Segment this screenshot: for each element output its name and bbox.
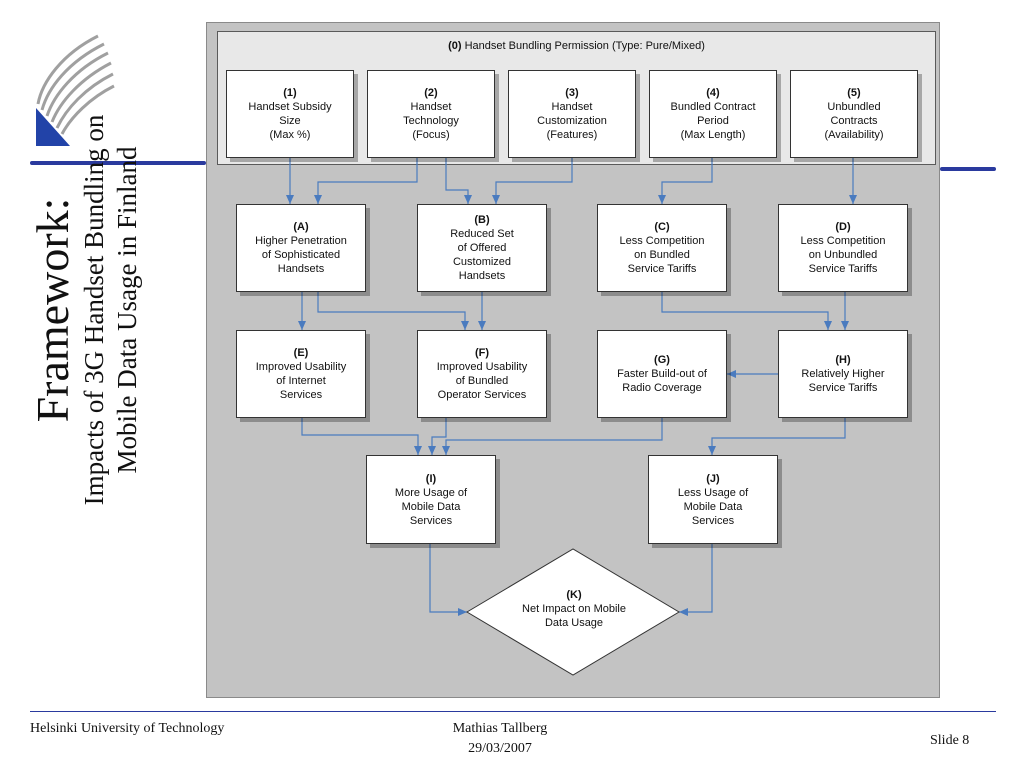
node-B-text: Reduced Set of Offered Customized Handse… [450, 228, 514, 282]
node-F-id: (F) [474, 347, 490, 359]
node-0-id: (0) [448, 40, 462, 52]
node-H-id: (H) [835, 354, 851, 366]
node-H: (H) Relatively Higher Service Tariffs [778, 330, 908, 418]
node-D-text: Less Competition on Unbundled Service Ta… [800, 235, 886, 275]
node-D: (D) Less Competition on Unbundled Servic… [778, 204, 908, 292]
node-C: (C) Less Competition on Bundled Service … [597, 204, 727, 292]
node-4: (4) Bundled Contract Period (Max Length) [649, 70, 777, 158]
node-2-text: Handset Technology (Focus) [403, 101, 459, 141]
node-J-id: (J) [706, 472, 720, 485]
node-E-text: Improved Usability of Internet Services [255, 361, 347, 401]
node-A-id: (A) [293, 221, 309, 233]
node-0-text: Handset Bundling Permission (Type: Pure/… [464, 40, 705, 52]
node-F: (F) Improved Usability of Bundled Operat… [417, 330, 547, 418]
node-1-id: (1) [283, 87, 297, 99]
node-E: (E) Improved Usability of Internet Servi… [236, 330, 366, 418]
node-1-text: Handset Subsidy Size (Max %) [248, 101, 332, 141]
node-C-id: (C) [654, 221, 670, 233]
node-1: (1) Handset Subsidy Size (Max %) [226, 70, 354, 158]
node-4-text: Bundled Contract Period (Max Length) [670, 101, 756, 141]
node-A-text: Higher Penetration of Sophisticated Hand… [255, 235, 347, 275]
node-K-id: (K) [566, 589, 582, 601]
node-5-text: Unbundled Contracts (Availability) [824, 101, 884, 141]
node-A: (A) Higher Penetration of Sophisticated … [236, 204, 366, 292]
node-3: (3) Handset Customization (Features) [508, 70, 636, 158]
header-stripe-left [30, 161, 206, 165]
footer-author: Mathias Tallberg [452, 721, 548, 736]
node-I: (I) More Usage of Mobile Data Services [366, 455, 496, 544]
node-D-id: (D) [835, 221, 851, 233]
node-3-text: Handset Customization (Features) [537, 101, 607, 141]
node-0-label: (0) Handset Bundling Permission (Type: P… [217, 40, 936, 52]
node-H-text: Relatively Higher Service Tariffs [801, 368, 885, 394]
university-logo [36, 34, 115, 146]
node-G-id: (G) [654, 354, 670, 366]
node-4-id: (4) [706, 87, 720, 99]
node-B: (B) Reduced Set of Offered Customized Ha… [417, 204, 547, 292]
node-C-text: Less Competition on Bundled Service Tari… [619, 235, 705, 275]
node-3-id: (3) [565, 87, 579, 99]
node-G-text: Faster Build-out of Radio Coverage [617, 368, 707, 394]
node-F-text: Improved Usability of Bundled Operator S… [436, 361, 528, 401]
node-K-label: (K) Net Impact on Mobile Data Usage [470, 588, 678, 630]
node-G: (G) Faster Build-out of Radio Coverage [597, 330, 727, 418]
node-J: (J) Less Usage of Mobile Data Services [648, 455, 778, 544]
node-5-id: (5) [847, 87, 861, 99]
node-5: (5) Unbundled Contracts (Availability) [790, 70, 918, 158]
node-J-text: Less Usage of Mobile Data Services [677, 486, 749, 527]
node-I-text: More Usage of Mobile Data Services [394, 486, 468, 527]
node-B-id: (B) [474, 214, 490, 226]
node-E-id: (E) [293, 347, 309, 359]
footer-institution: Helsinki University of Technology [30, 721, 225, 736]
node-K-text: Net Impact on Mobile Data Usage [522, 603, 626, 629]
footer-date: 29/03/2007 [468, 741, 532, 756]
node-2-id: (2) [424, 87, 438, 99]
header-stripe-right [940, 167, 996, 171]
slide-number: Slide 8 [930, 733, 970, 748]
node-I-id: (I) [425, 472, 437, 485]
node-2: (2) Handset Technology (Focus) [367, 70, 495, 158]
footer-divider [30, 711, 996, 712]
